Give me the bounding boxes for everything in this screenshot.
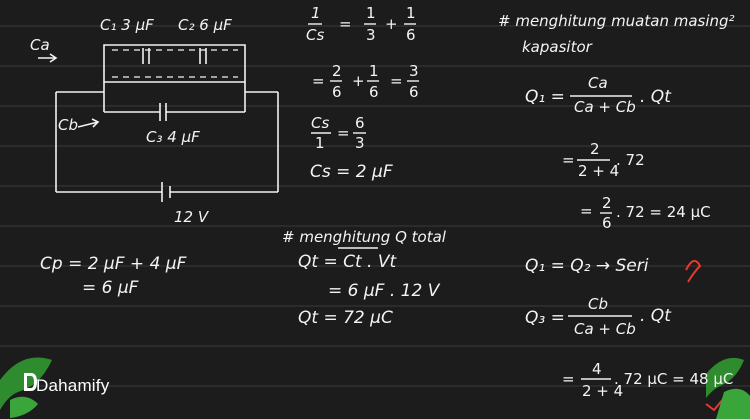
check-marks bbox=[685, 259, 725, 412]
label-ca: Ca bbox=[30, 36, 50, 54]
q3-lhs: Q₃ = bbox=[525, 308, 565, 328]
s2-r-den: 6 bbox=[409, 83, 419, 101]
label-voltage: 12 V bbox=[174, 208, 209, 226]
circuit-diagram bbox=[38, 44, 279, 202]
s1-lhs-num: 1 bbox=[311, 4, 321, 22]
q1-s2-eq: = bbox=[580, 202, 593, 220]
q1-lhs: Q₁ = bbox=[525, 87, 565, 107]
q1-tail: . Qt bbox=[640, 87, 671, 107]
brand-logo-icon bbox=[24, 373, 37, 391]
q1-s2-num: 2 bbox=[602, 194, 612, 212]
leaf-decoration bbox=[0, 357, 750, 419]
s2-eq: = bbox=[312, 72, 325, 90]
cp-line-2: = 6 μF bbox=[82, 278, 139, 298]
s2-b-num: 1 bbox=[369, 62, 379, 80]
s1-lhs-den: Cs bbox=[306, 26, 325, 44]
s1-a-num: 1 bbox=[366, 4, 376, 22]
label-c3: C₃ 4 μF bbox=[146, 128, 200, 146]
q3-eq: = bbox=[562, 370, 575, 388]
s3-lhs-den: 1 bbox=[315, 134, 325, 152]
q1-s1-tail: . 72 bbox=[616, 151, 645, 169]
q3-step-num: 4 bbox=[592, 360, 602, 378]
s2-a-num: 2 bbox=[332, 62, 342, 80]
label-cb: Cb bbox=[58, 116, 78, 134]
s4-result: Cs = 2 μF bbox=[310, 162, 393, 182]
tq-heading: # menghitung Q total bbox=[282, 228, 446, 246]
s2-eq2: = bbox=[390, 72, 403, 90]
s3-r-num: 6 bbox=[355, 114, 365, 132]
q1-den: Ca + Cb bbox=[574, 98, 636, 116]
s3-r-den: 3 bbox=[355, 134, 365, 152]
s2-b-den: 6 bbox=[369, 83, 379, 101]
q1-s2-den: 6 bbox=[602, 214, 612, 232]
s2-plus: + bbox=[352, 72, 365, 90]
q1-s1-den: 2 + 4 bbox=[578, 162, 620, 180]
q1-s1-num: 2 bbox=[590, 140, 600, 158]
q1-s2-tail: . 72 = 24 μC bbox=[616, 203, 711, 221]
tq-line-1: Qt = Ct . Vt bbox=[298, 252, 397, 272]
s1-plus: + bbox=[385, 15, 398, 33]
s3-eq: = bbox=[337, 124, 350, 142]
s3-lhs-num: Cs bbox=[311, 114, 330, 132]
s2-r-num: 3 bbox=[409, 62, 419, 80]
fraction-bars bbox=[308, 23, 632, 380]
s1-b-num: 1 bbox=[406, 4, 416, 22]
q3-step-tail: . 72 μC = 48 μC bbox=[614, 370, 734, 388]
brand-name: Dahamify bbox=[36, 376, 110, 395]
label-c1: C₁ 3 μF bbox=[100, 16, 154, 34]
ce-heading: # menghitung muatan masing² bbox=[498, 12, 735, 30]
s1-eq: = bbox=[339, 15, 352, 33]
series-note: Q₁ = Q₂ → Seri bbox=[525, 256, 649, 276]
q1-s1-eq: = bbox=[562, 151, 575, 169]
cp-line-1: Cp = 2 μF + 4 μF bbox=[40, 254, 187, 274]
label-c2: C₂ 6 μF bbox=[178, 16, 232, 34]
q3-step-den: 2 + 4 bbox=[582, 382, 624, 400]
q3-num: Cb bbox=[588, 295, 608, 313]
ce-heading-2: kapasitor bbox=[522, 38, 592, 56]
tq-line-2: = 6 μF . 12 V bbox=[328, 281, 440, 301]
q1-num: Ca bbox=[588, 74, 608, 92]
ruled-lines bbox=[0, 25, 750, 387]
tq-line-3: Qt = 72 μC bbox=[298, 308, 393, 328]
q3-tail: . Qt bbox=[640, 306, 671, 326]
s2-a-den: 6 bbox=[332, 83, 342, 101]
s1-a-den: 3 bbox=[366, 26, 376, 44]
q3-den: Ca + Cb bbox=[574, 320, 636, 338]
s1-b-den: 6 bbox=[406, 26, 416, 44]
